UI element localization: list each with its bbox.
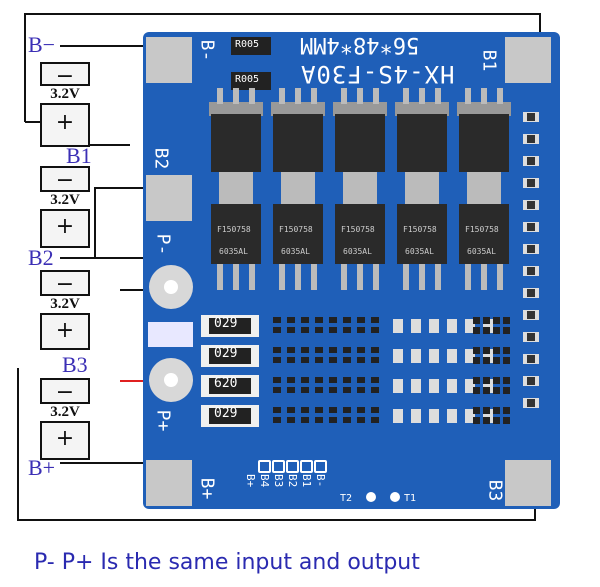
cell-plus: + xyxy=(55,426,75,451)
header-pin-label: B2 xyxy=(286,474,299,488)
node-label-b3: B3 xyxy=(62,352,88,377)
mosfet xyxy=(459,204,509,264)
bms-board: F150758 6035AL F150758 6035AL F150758 6035AL F… xyxy=(143,32,560,509)
cell-minus: − xyxy=(55,64,75,89)
mosfet-brand: F150758 xyxy=(217,225,251,234)
mosfet xyxy=(273,204,323,264)
cell-minus: − xyxy=(55,168,75,193)
board-model: HX-4S-F30A xyxy=(300,60,455,88)
header-pin-label: B1 xyxy=(300,474,313,488)
node-label-b1: B1 xyxy=(66,143,92,168)
smd-code-label: 029 xyxy=(214,316,238,331)
smd-resistor xyxy=(209,318,251,334)
pad-label-b-minus: B- xyxy=(196,39,218,62)
mosfet-brand: F150758 xyxy=(341,225,375,234)
pad-label-p-plus: P+ xyxy=(152,409,174,432)
cell-voltage: 3.2V xyxy=(40,190,90,211)
smd-code-label: 029 xyxy=(214,406,238,421)
t1-hole xyxy=(390,492,400,502)
cell-voltage: 3.2V xyxy=(40,294,90,315)
pad-b-minus xyxy=(146,37,192,83)
header-pin-label: B4 xyxy=(258,474,271,488)
node-label-b2: B2 xyxy=(28,245,54,270)
sensor-t2-label: T2 xyxy=(340,493,353,504)
mosfet-code: 6035AL xyxy=(343,247,372,256)
smd-resistor xyxy=(209,408,251,424)
mosfet xyxy=(335,114,385,172)
mosfet-brand: F150758 xyxy=(403,225,437,234)
cell-voltage: 3.2V xyxy=(40,402,90,423)
mosfet xyxy=(397,114,447,172)
mosfet xyxy=(273,114,323,172)
cell-plus: + xyxy=(55,318,75,343)
header-pin-label: B+ xyxy=(244,474,257,488)
caption: P- P+ Is the same input and output xyxy=(34,550,420,575)
mosfet xyxy=(211,114,261,172)
mosfet-code: 6035AL xyxy=(219,247,248,256)
cell-minus: − xyxy=(55,380,75,405)
cell-plus: + xyxy=(55,214,75,239)
pad-label-b2: B2 xyxy=(150,147,172,170)
pad-b1 xyxy=(505,37,551,83)
smd-code-label: 620 xyxy=(214,376,238,391)
node-label-b-minus: B− xyxy=(28,32,56,57)
battery-cell-2: − 3.2V + xyxy=(40,166,90,248)
header-pin xyxy=(300,460,313,473)
resistor-label-2: R005 xyxy=(235,74,260,85)
t2-hole xyxy=(366,492,376,502)
sensor-t1-label: T1 xyxy=(404,493,417,504)
pad-label-p-minus: P- xyxy=(152,233,174,256)
mosfet xyxy=(397,204,447,264)
smd-resistor xyxy=(209,348,251,364)
header-pin xyxy=(314,460,327,473)
battery-cell-4: − 3.2V + xyxy=(40,378,90,460)
battery-cell-1: − 3.2V + xyxy=(40,62,90,147)
header-pin xyxy=(286,460,299,473)
mosfet xyxy=(459,114,509,172)
cell-plus: + xyxy=(55,110,75,135)
mosfet-brand: F150758 xyxy=(465,225,499,234)
pad-label-b1: B1 xyxy=(478,49,500,72)
board-dimensions: 56*48*4MM xyxy=(300,32,420,57)
header-pin xyxy=(272,460,285,473)
smd-resistor xyxy=(209,378,251,394)
cell-minus: − xyxy=(55,272,75,297)
battery-cell-3: − 3.2V + xyxy=(40,270,90,350)
cell-voltage: 3.2V xyxy=(40,84,90,105)
node-label-b-plus: B+ xyxy=(28,455,56,480)
mosfet-code: 6035AL xyxy=(281,247,310,256)
resistor-label-1: R005 xyxy=(235,39,260,50)
header-pin xyxy=(258,460,271,473)
pad-b-plus xyxy=(146,460,192,506)
mosfet xyxy=(211,204,261,264)
mosfet xyxy=(335,204,385,264)
smd-code-label: 029 xyxy=(214,346,238,361)
mosfet-code: 6035AL xyxy=(467,247,496,256)
pad-label-b3: B3 xyxy=(484,479,506,502)
pad-b3 xyxy=(505,460,551,506)
header-pin-label: B- xyxy=(314,474,327,488)
mosfet-brand: F150758 xyxy=(279,225,313,234)
pad-b2 xyxy=(146,175,192,221)
pad-label-b-plus: B+ xyxy=(196,477,218,500)
mosfet-code: 6035AL xyxy=(405,247,434,256)
header-pin-label: B3 xyxy=(272,474,285,488)
